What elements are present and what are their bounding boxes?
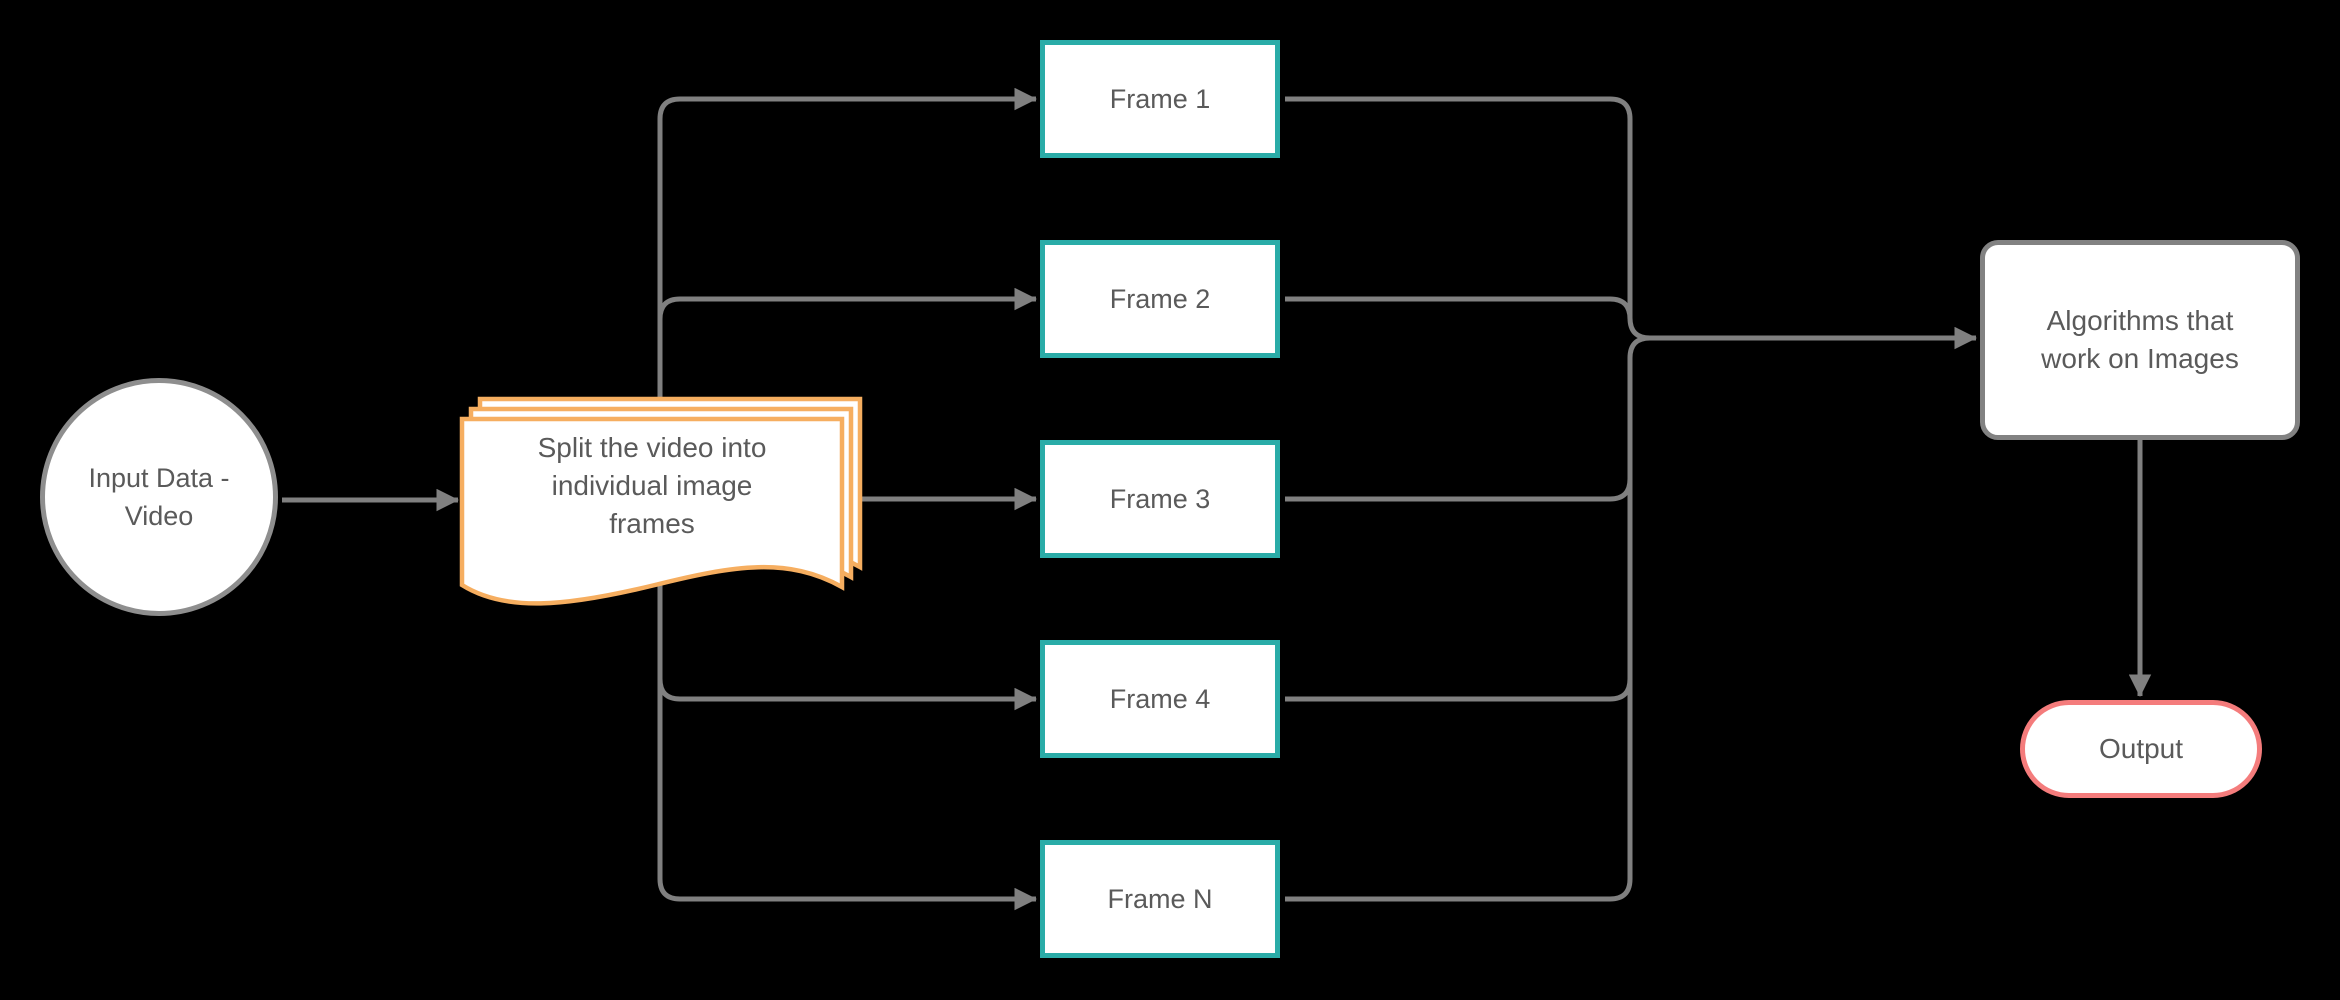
frame-1-label: Frame 1: [1109, 84, 1211, 114]
split-document-shape: [459, 396, 863, 606]
frame-2-label: Frame 2: [1109, 284, 1211, 314]
edge-frame2-to-merge: [1285, 296, 1633, 320]
frame-3-label: Frame 3: [1109, 484, 1211, 514]
algorithms-line-1: Algorithms that: [2046, 305, 2234, 336]
edge-split-to-frame4: [657, 678, 1037, 711]
edge-frame4-to-merge: [1285, 678, 1633, 702]
split-line-2: individual image: [551, 470, 753, 501]
frame-4-label: Frame 4: [1109, 684, 1211, 714]
input-data-label: Input Data - Video: [88, 459, 229, 535]
input-line-2: Video: [124, 501, 194, 531]
edge-split-to-frame2: [657, 287, 1037, 320]
edge-frameN-to-merge: [1285, 335, 1651, 902]
algorithms-box: Algorithms that work on Images: [1980, 240, 2300, 440]
algorithms-label: Algorithms that work on Images: [2041, 302, 2239, 378]
output-label: Output: [2098, 733, 2184, 764]
frame-n-box: Frame N: [1040, 840, 1280, 958]
frame-n-label: Frame N: [1107, 884, 1213, 914]
split-document-label: Split the video into individual image fr…: [472, 429, 832, 543]
frame-2-box: Frame 2: [1040, 240, 1280, 358]
split-line-1: Split the video into: [537, 432, 767, 463]
edge-frame3-to-merge: [1285, 478, 1633, 502]
input-line-1: Input Data -: [88, 463, 230, 493]
algorithms-line-2: work on Images: [2041, 343, 2239, 374]
edge-frame1-to-merge: [1285, 96, 1651, 341]
frame-1-box: Frame 1: [1040, 40, 1280, 158]
frame-3-box: Frame 3: [1040, 440, 1280, 558]
output-pill: Output: [2020, 700, 2262, 798]
input-data-circle: Input Data - Video: [40, 378, 278, 616]
frame-4-box: Frame 4: [1040, 640, 1280, 758]
document-page-front: [459, 416, 845, 606]
edge-split-to-frameN: [657, 578, 1037, 911]
split-line-3: frames: [609, 508, 695, 539]
edge-split-to-frame1: [657, 87, 1037, 399]
